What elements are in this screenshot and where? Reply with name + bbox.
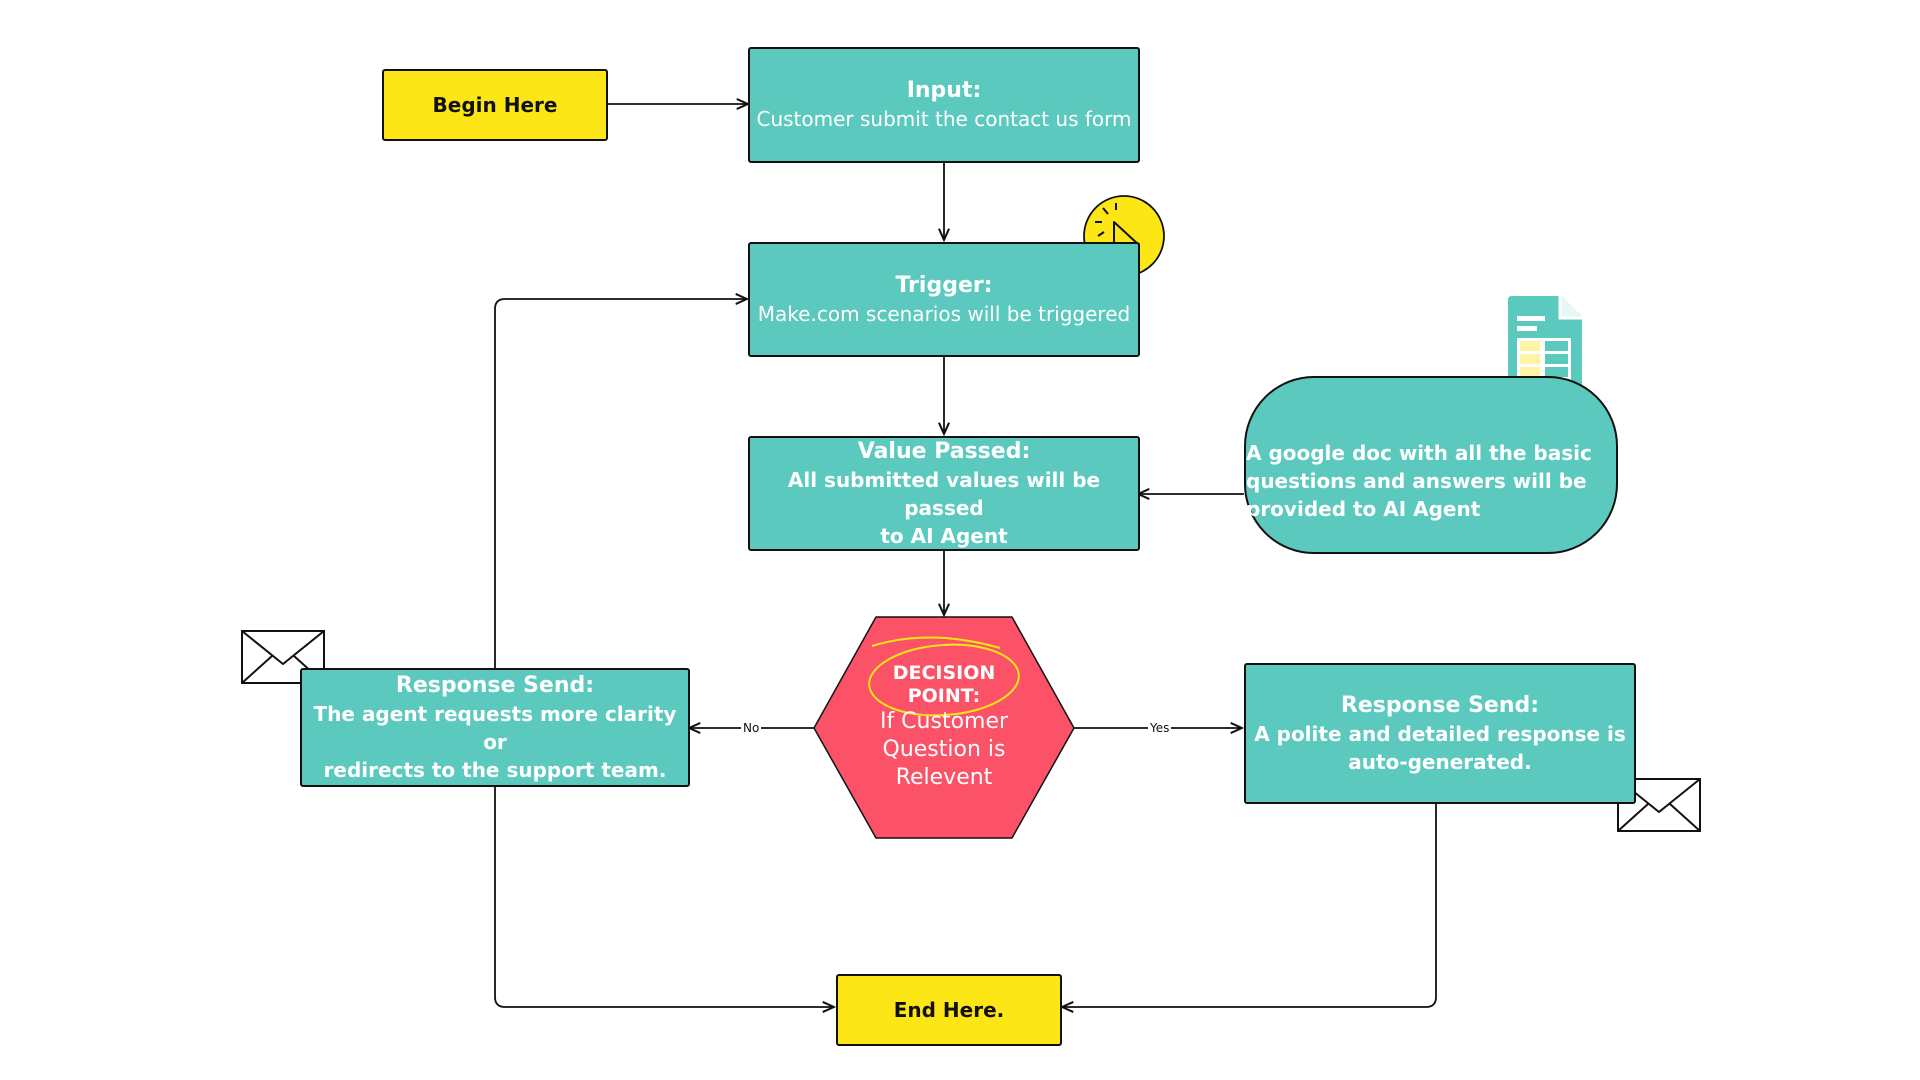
edge-response-no-to-trigger [494, 299, 747, 668]
spreadsheet-doc-icon [1504, 292, 1586, 396]
value-passed-line1: All submitted values will be passed [787, 467, 1101, 520]
value-passed-line2: to AI Agent [880, 523, 1008, 548]
google-doc-line3: provided to AI Agent [1246, 497, 1481, 521]
response-send-yes-node: Response Send: A polite and detailed res… [1244, 663, 1636, 804]
decision-line1: If Customer [879, 709, 1009, 734]
end-here-node: End Here. [836, 974, 1062, 1046]
edge-response-yes-to-end [1062, 804, 1437, 1007]
edge-response-no-to-end [494, 787, 834, 1007]
decision-point-node: DECISION POINT: If Customer Question is … [814, 652, 1074, 802]
begin-here-node: Begin Here [382, 69, 608, 141]
trigger-title: Trigger: [895, 272, 993, 298]
value-passed-node: Value Passed: All submitted values will … [748, 436, 1140, 551]
decision-line2: Question is [882, 737, 1006, 762]
begin-here-label: Begin Here [432, 93, 558, 117]
response-yes-line1: A polite and detailed response is [1254, 721, 1626, 746]
response-no-title: Response Send: [395, 672, 595, 698]
decision-title-line1: DECISION [892, 662, 996, 684]
decision-hexagon [813, 616, 1075, 839]
input-title: Input: [906, 78, 982, 103]
decision-highlight-scribble [868, 643, 1020, 717]
decision-title-line2: POINT: [907, 685, 981, 707]
response-no-line2: redirects to the support team. [323, 757, 667, 782]
trigger-node: Trigger: Make.com scenarios will be trig… [748, 242, 1140, 357]
trigger-text: Make.com scenarios will be triggered [757, 301, 1131, 326]
response-yes-title: Response Send: [1340, 692, 1540, 718]
decision-line3: Relevent [895, 765, 993, 790]
edge-label-no: No [741, 721, 762, 735]
input-text: Customer submit the contact us form [756, 107, 1132, 131]
edge-label-yes: Yes [1148, 721, 1172, 735]
end-here-label: End Here. [893, 998, 1005, 1022]
input-node: Input: Customer submit the contact us fo… [748, 47, 1140, 163]
value-passed-title: Value Passed: [857, 438, 1031, 464]
response-no-line1: The agent requests more clarity or [313, 701, 677, 754]
google-doc-line2: questions and answers will be [1246, 469, 1587, 493]
response-yes-line2: auto-generated. [1348, 749, 1532, 774]
response-send-no-node: Response Send: The agent requests more c… [300, 668, 690, 787]
google-doc-line1: A google doc with all the basic [1246, 441, 1592, 465]
google-doc-node: A google doc with all the basic question… [1244, 376, 1618, 554]
